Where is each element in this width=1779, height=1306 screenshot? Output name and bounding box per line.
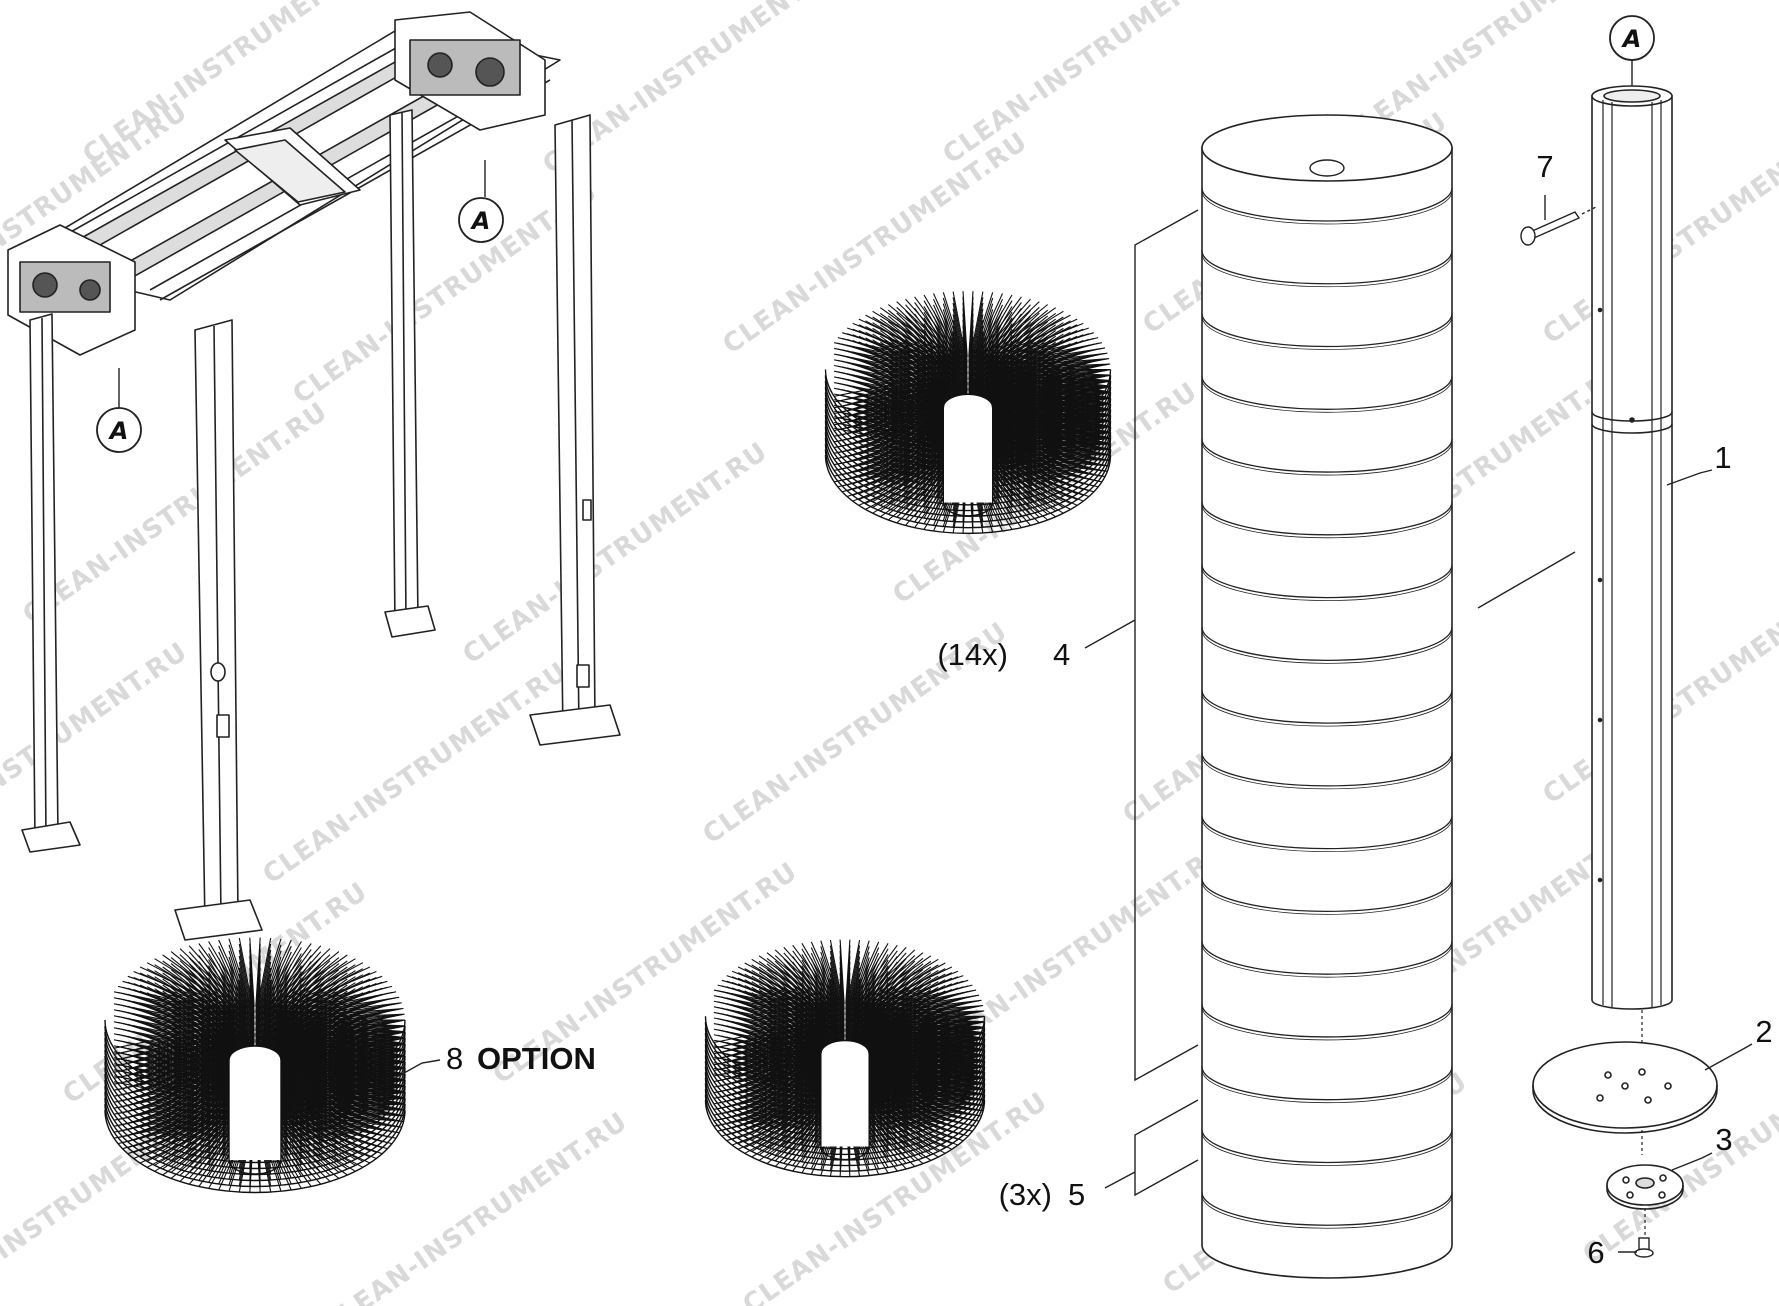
segment-seam xyxy=(1201,878,1453,913)
segment-seam xyxy=(1201,1006,1453,1041)
detail-marker-frame: A xyxy=(458,160,504,243)
callout-4: 4 xyxy=(1053,637,1070,672)
segment-seam xyxy=(1201,379,1453,413)
segment-seam xyxy=(1201,1195,1453,1229)
segment-seam xyxy=(1201,752,1453,787)
bristle-layer xyxy=(704,939,986,1094)
segment-seam xyxy=(1201,941,1453,975)
segment-seam xyxy=(1201,693,1453,727)
callout-8-note: OPTION xyxy=(477,1041,596,1076)
segment-seam xyxy=(1201,190,1453,225)
callout-5-qty: (3x) xyxy=(999,1177,1052,1212)
bristle-layer xyxy=(824,291,1112,449)
callout-8: 8 xyxy=(446,1041,463,1076)
segment-seam xyxy=(1201,439,1453,473)
callout-labels: 1 2 3 6 7 (14x) 4 (3x) 5 8 OPTION xyxy=(446,149,1773,1270)
detail-marker-label: A xyxy=(1621,25,1642,53)
flange-part xyxy=(1606,1164,1684,1210)
segment-seam xyxy=(1201,1069,1453,1104)
leader-lines xyxy=(394,195,1753,1253)
segment-seam xyxy=(1201,881,1453,915)
segment-seam xyxy=(1201,250,1453,285)
segment-seam xyxy=(1201,1066,1453,1101)
brush-segment-top xyxy=(824,291,1112,535)
segment-seam xyxy=(1201,504,1453,539)
base-disc xyxy=(1532,1041,1718,1134)
segment-seam xyxy=(1201,1192,1453,1226)
watermark-text: CLEAN-INSTRUMENT.RU xyxy=(18,397,334,631)
watermark-text: CLEAN-INSTRUMENT.RU xyxy=(458,437,774,671)
segment-seam xyxy=(1201,501,1453,536)
segment-seam xyxy=(1201,818,1453,853)
gantry-frame xyxy=(7,11,621,941)
callout-3: 3 xyxy=(1715,1122,1732,1157)
bolt-part xyxy=(1634,1237,1654,1258)
segment-seam xyxy=(1201,567,1453,601)
detail-marker-label: A xyxy=(108,417,129,445)
detail-marker-label: A xyxy=(470,207,491,235)
callout-6: 6 xyxy=(1587,1235,1604,1270)
callout-7: 7 xyxy=(1536,149,1553,184)
watermark-text: CLEAN-INSTRUMENT.RU xyxy=(258,657,574,891)
segment-seam xyxy=(1201,253,1453,288)
segment-seam xyxy=(1201,442,1453,476)
segment-seam xyxy=(1201,630,1453,664)
segment-seam xyxy=(1201,690,1453,724)
callout-5: 5 xyxy=(1068,1177,1085,1212)
detail-marker-shaft: A xyxy=(1609,15,1655,88)
segment-seam xyxy=(1201,1003,1453,1038)
segment-seam xyxy=(1201,944,1453,978)
cylinder-hub xyxy=(1309,159,1345,177)
cylinder-top xyxy=(1201,114,1453,182)
segment-seam xyxy=(1201,313,1453,348)
brush-segment-option xyxy=(104,937,406,1194)
brush-shaft xyxy=(1591,85,1673,1010)
callout-1: 1 xyxy=(1714,440,1731,475)
segment-seam xyxy=(1201,627,1453,661)
brush-segment-bottom xyxy=(704,939,986,1178)
segment-seam xyxy=(1201,1132,1453,1166)
segment-seam xyxy=(1201,376,1453,410)
segment-seam xyxy=(1201,815,1453,850)
segment-seam xyxy=(1201,755,1453,790)
bristle-layer xyxy=(104,937,406,1104)
segment-seam xyxy=(1201,316,1453,350)
brush-cylinder-stack xyxy=(1201,114,1453,1279)
callout-2: 2 xyxy=(1755,1014,1772,1049)
segment-seam xyxy=(1201,564,1453,599)
detail-marker-left: A xyxy=(96,368,142,453)
screw-part xyxy=(1520,205,1599,246)
segment-seam xyxy=(1201,187,1453,222)
cylinder-body xyxy=(1201,147,1453,1279)
segment-seam xyxy=(1201,1129,1453,1164)
callout-4-qty: (14x) xyxy=(937,637,1008,672)
